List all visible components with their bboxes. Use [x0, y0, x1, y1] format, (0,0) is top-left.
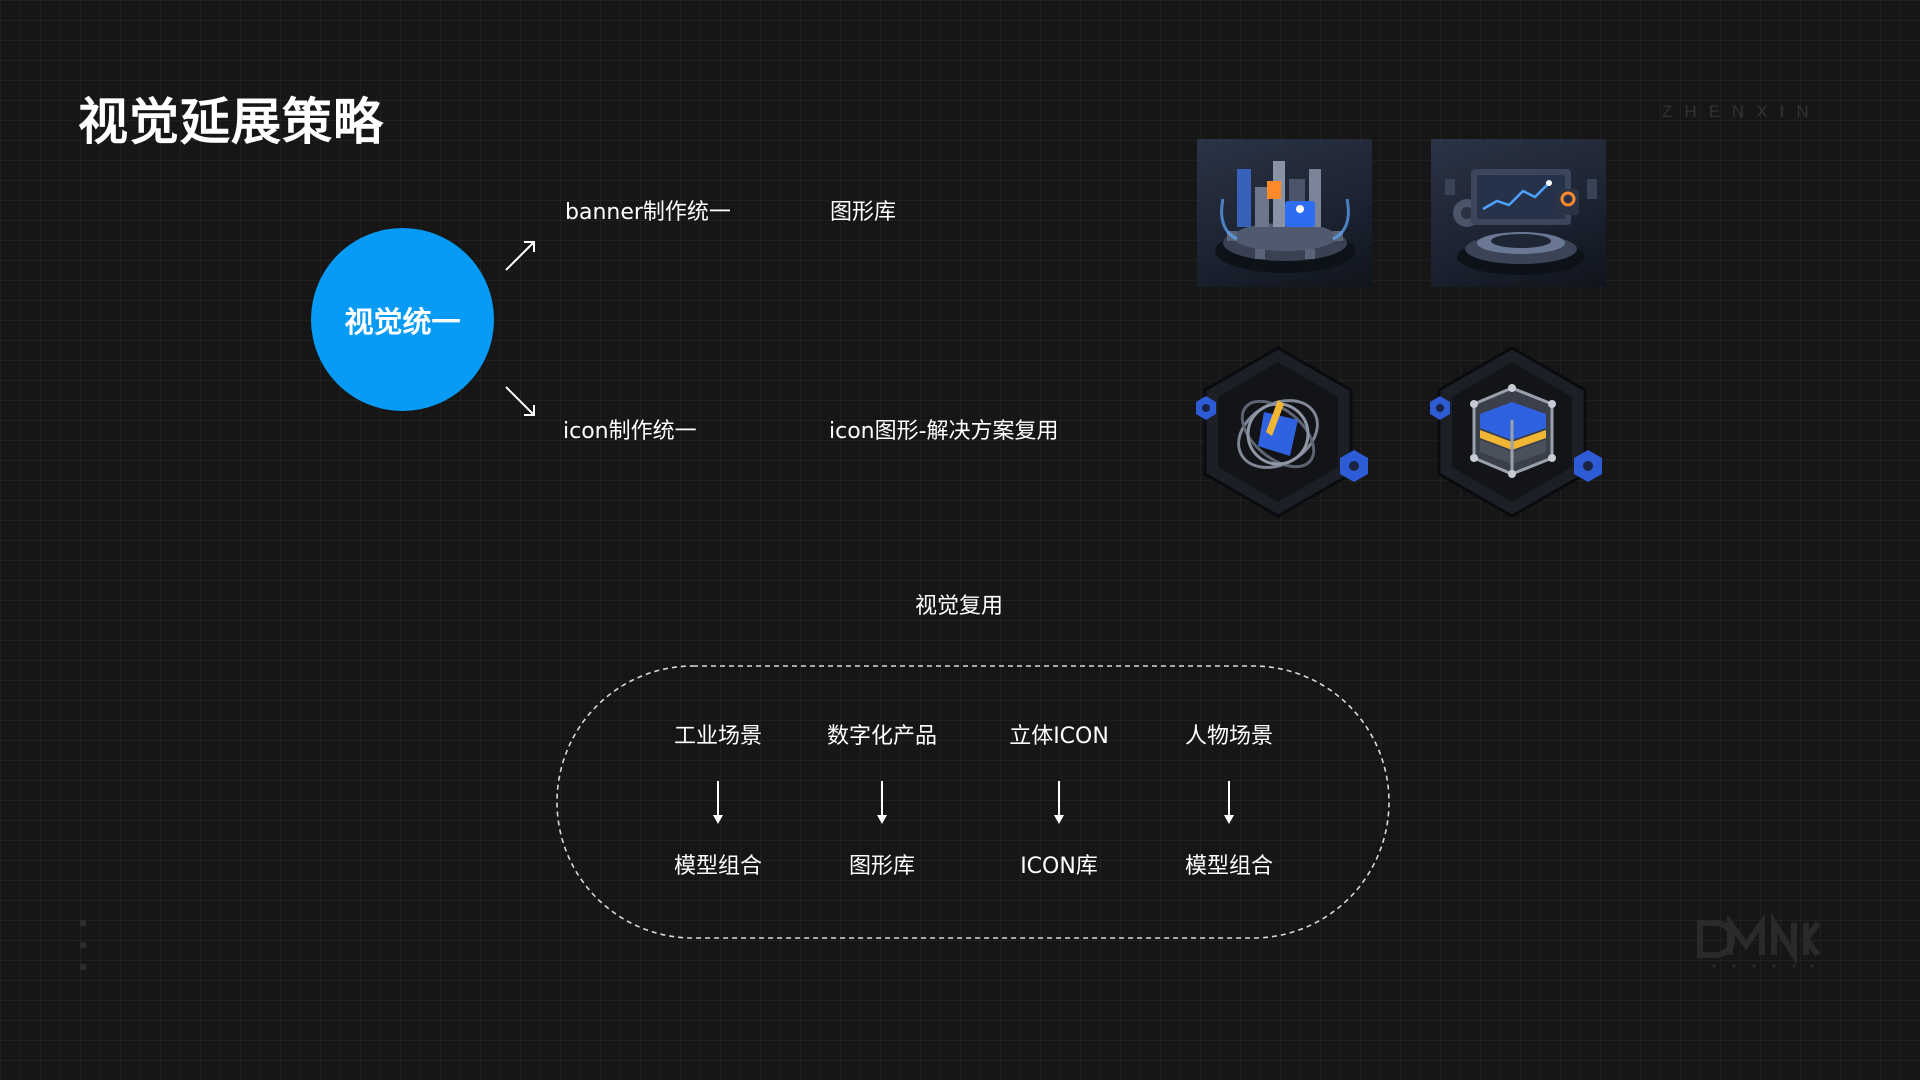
reuse-heading: 视觉复用: [915, 594, 1004, 619]
arrow-down-icon: [1224, 781, 1234, 824]
industrial-gear-platform-illustration: [1197, 139, 1372, 287]
brand-wordmark: ZHENXIN: [1662, 102, 1821, 121]
reuse-dashed-capsule: [556, 665, 1390, 939]
arrow-down-icon: [877, 781, 887, 824]
analytics-dashboard-platform-illustration: [1431, 139, 1606, 287]
center-circle-label: 视觉统一: [344, 304, 461, 339]
reuse-col-2-bottom: 图形库: [848, 854, 915, 879]
reuse-col-1-bottom: 模型组合: [673, 854, 762, 879]
arrow-down-right-icon: [505, 386, 535, 416]
reuse-col-1-top: 工业场景: [673, 724, 762, 749]
reuse-col-2-top: 数字化产品: [826, 724, 937, 749]
layered-cube-hex-icon: [1420, 340, 1605, 525]
reuse-col-4-bottom: 模型组合: [1184, 854, 1273, 879]
reuse-col-4-top: 人物场景: [1184, 724, 1273, 749]
row-icon-result: icon图形-解决方案复用: [829, 419, 1059, 444]
brand-logo: [1694, 905, 1821, 971]
reuse-col-3-bottom: ICON库: [1020, 854, 1098, 879]
globe-orbit-hex-icon: [1186, 340, 1371, 525]
arrow-up-right-icon: [505, 241, 535, 271]
reuse-col-3-top: 立体ICON: [1009, 724, 1109, 749]
page-dots: [79, 919, 87, 971]
page-title: 视觉延展策略: [78, 93, 384, 151]
row-banner-label: banner制作统一: [565, 200, 731, 225]
center-circle: 视觉统一: [311, 228, 494, 411]
arrow-down-icon: [1054, 781, 1064, 824]
row-icon-label: icon制作统一: [563, 419, 697, 444]
row-banner-result: 图形库: [830, 200, 897, 225]
arrow-down-icon: [713, 781, 723, 824]
